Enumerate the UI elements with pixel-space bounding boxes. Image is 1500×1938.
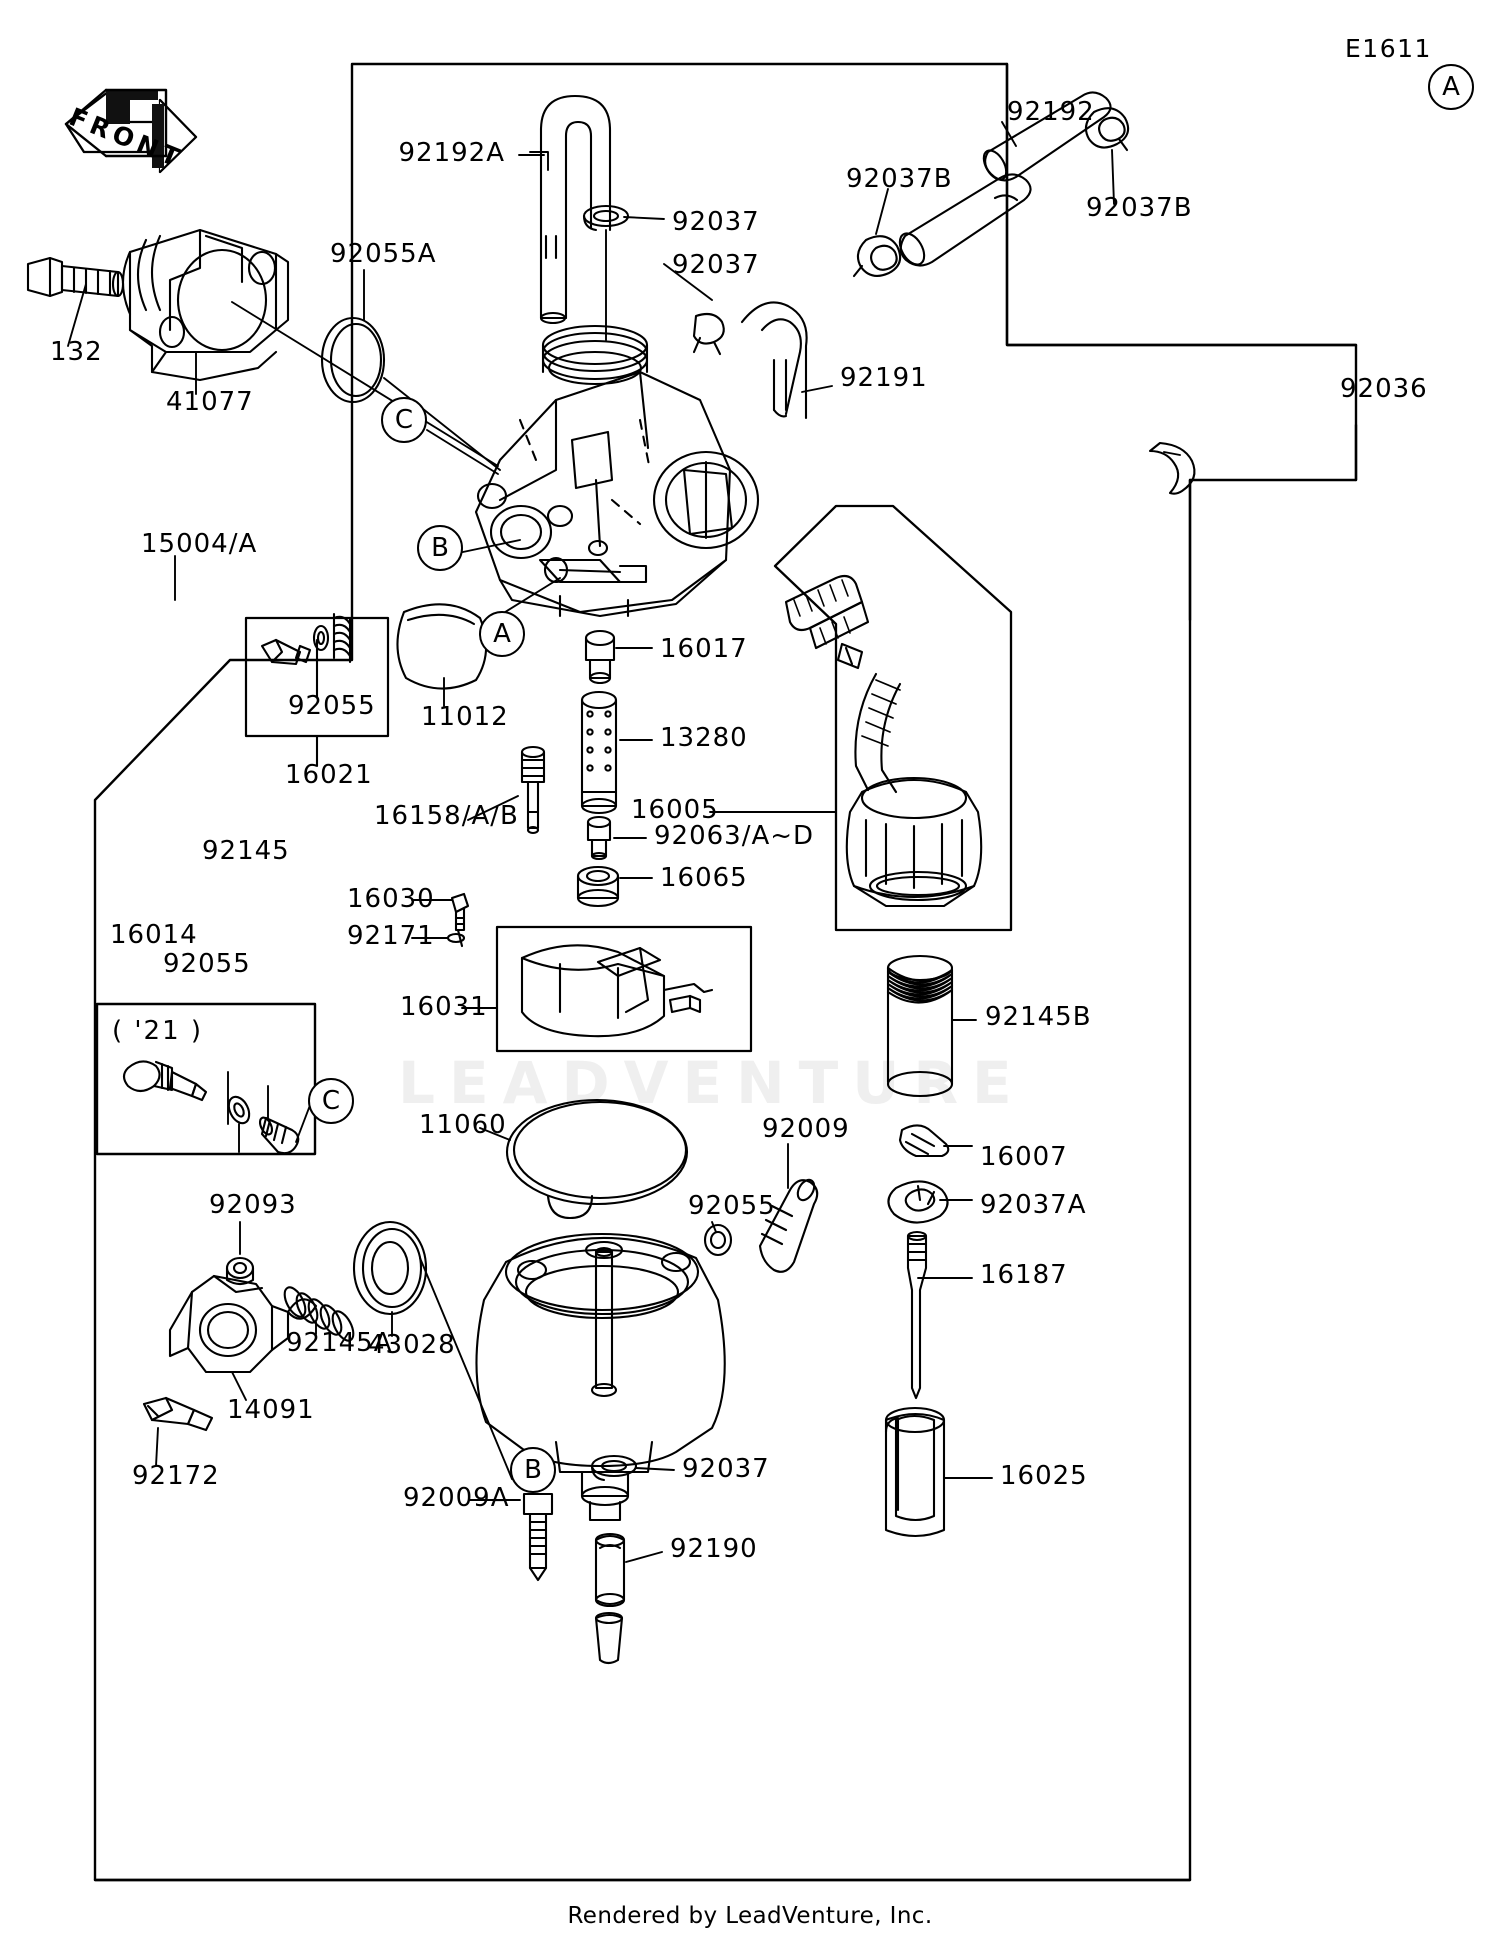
part-number-92055a: 92055A: [330, 239, 437, 269]
part-number-92037: 92037: [682, 1454, 770, 1484]
part-number-92036: 92036: [1340, 374, 1428, 404]
part-number-16187: 16187: [980, 1260, 1068, 1290]
part-number-16030: 16030: [347, 884, 435, 914]
part-number-92145a: 92145A: [286, 1328, 393, 1358]
part-number-16031: 16031: [400, 992, 488, 1022]
part-number-92190: 92190: [670, 1534, 758, 1564]
part-number-14091: 14091: [227, 1395, 315, 1425]
part-number-92172: 92172: [132, 1461, 220, 1491]
reference-marker-a: A: [1428, 64, 1474, 110]
part-number-16065: 16065: [660, 863, 748, 893]
footer-credit: Rendered by LeadVenture, Inc.: [567, 1903, 933, 1929]
part-number-92037: 92037: [672, 207, 760, 237]
part-number-132: 132: [50, 337, 103, 367]
part-number-16007: 16007: [980, 1142, 1068, 1172]
part-number-16158-a-b: 16158/A/B: [374, 801, 519, 831]
reference-marker-b: B: [417, 525, 463, 571]
watermark-text: LEADVENTURE: [398, 1049, 1026, 1117]
part-number-16025: 16025: [1000, 1461, 1088, 1491]
part-number-92145: 92145: [202, 836, 290, 866]
part-number-16014: 16014: [110, 920, 198, 950]
part-number-92055: 92055: [688, 1191, 776, 1221]
part-number-92192: 92192: [1007, 97, 1095, 127]
reference-marker-c: C: [308, 1078, 354, 1124]
part-number-92191: 92191: [840, 363, 928, 393]
part-number-92055: 92055: [163, 949, 251, 979]
part-number-92192a: 92192A: [398, 138, 505, 168]
part-number-13280: 13280: [660, 723, 748, 753]
part-number-11012: 11012: [421, 702, 509, 732]
part-number-92171: 92171: [347, 921, 435, 951]
part-number-43028: 43028: [368, 1330, 456, 1360]
part-number-15004-a: 15004/A: [141, 529, 258, 559]
reference-marker-a: A: [479, 611, 525, 657]
reference-marker-c: C: [381, 397, 427, 443]
part-number-16021: 16021: [285, 760, 373, 790]
part-number-92009: 92009: [762, 1114, 850, 1144]
part-number-92037b: 92037B: [1086, 193, 1193, 223]
part-number-92093: 92093: [209, 1190, 297, 1220]
part-number-16017: 16017: [660, 634, 748, 664]
part-number-92009a: 92009A: [403, 1483, 510, 1513]
reference-marker-b: B: [510, 1447, 556, 1493]
part-number-41077: 41077: [166, 387, 254, 417]
part-number-92037b: 92037B: [846, 164, 953, 194]
part-number-92145b: 92145B: [985, 1002, 1092, 1032]
part-number-92055: 92055: [288, 691, 376, 721]
part-number-11060: 11060: [419, 1110, 507, 1140]
part-number-92063-a-d: 92063/A~D: [654, 821, 815, 851]
part-number-92037: 92037: [672, 250, 760, 280]
diagram-code: E1611: [1345, 34, 1432, 63]
part-number-16005: 16005: [631, 795, 719, 825]
inset-year-note: ( '21 ): [112, 1016, 204, 1046]
part-number-92037a: 92037A: [980, 1190, 1087, 1220]
